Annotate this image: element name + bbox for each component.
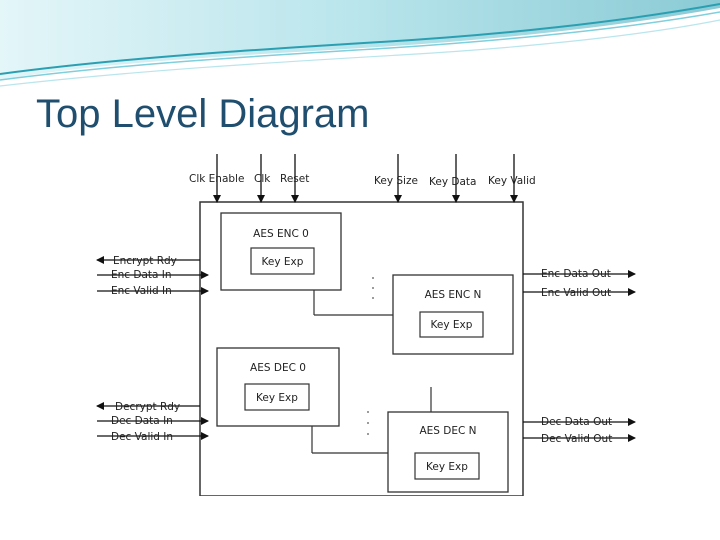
key-exp-dec-n-label: Key Exp [426, 461, 468, 473]
label-key-valid: Key Valid [488, 175, 536, 187]
label-dec-valid-out: Dec Valid Out [541, 433, 612, 445]
label-enc-data-in: Enc Data In [111, 269, 172, 281]
label-key-size: Key Size [374, 175, 418, 187]
label-key-data: Key Data [429, 176, 476, 188]
key-exp-enc-n [419, 311, 484, 338]
block-connectors [311, 290, 432, 454]
key-exp-dec-0 [244, 383, 310, 411]
key-exp-dec-0-label: Key Exp [256, 392, 298, 404]
label-reset: Reset [280, 173, 309, 185]
block-aes-dec-n-label: AES DEC N [419, 425, 476, 437]
block-aes-enc-n-label: AES ENC N [425, 289, 482, 301]
label-dec-valid-in: Dec Valid In [111, 431, 173, 443]
enc-right-signals [523, 270, 636, 296]
block-aes-enc-0-label: AES ENC 0 [253, 228, 309, 240]
top-input-signals [213, 154, 518, 203]
header-wave-banner [0, 0, 720, 87]
label-dec-data-out: Dec Data Out [541, 416, 612, 428]
label-enc-valid-out: Enc Valid Out [541, 287, 611, 299]
label-enc-data-out: Enc Data Out [541, 268, 611, 280]
key-exp-enc-0 [250, 247, 315, 275]
enc-left-signals [96, 256, 209, 295]
dec-right-signals [523, 418, 636, 442]
key-exp-dec-n [414, 452, 480, 480]
label-clk-enable: Clk Enable [189, 173, 244, 185]
label-encrypt-rdy: Encrypt Rdy [113, 255, 177, 267]
dec-left-signals [96, 402, 209, 440]
label-dec-data-in: Dec Data In [111, 415, 173, 427]
ellipsis-dots [367, 277, 374, 435]
slide-title: Top Level Diagram [36, 92, 370, 136]
block-aes-dec-0-label: AES DEC 0 [250, 362, 306, 374]
block-aes-dec-n [387, 411, 509, 493]
key-exp-enc-n-label: Key Exp [431, 319, 473, 331]
key-exp-enc-0-label: Key Exp [262, 256, 304, 268]
label-enc-valid-in: Enc Valid In [111, 285, 172, 297]
label-decrypt-rdy: Decrypt Rdy [115, 401, 180, 413]
top-level-block-diagram: Clk Enable Clk Reset Key Size Key Data K… [96, 154, 636, 496]
label-clk: Clk [254, 173, 271, 185]
